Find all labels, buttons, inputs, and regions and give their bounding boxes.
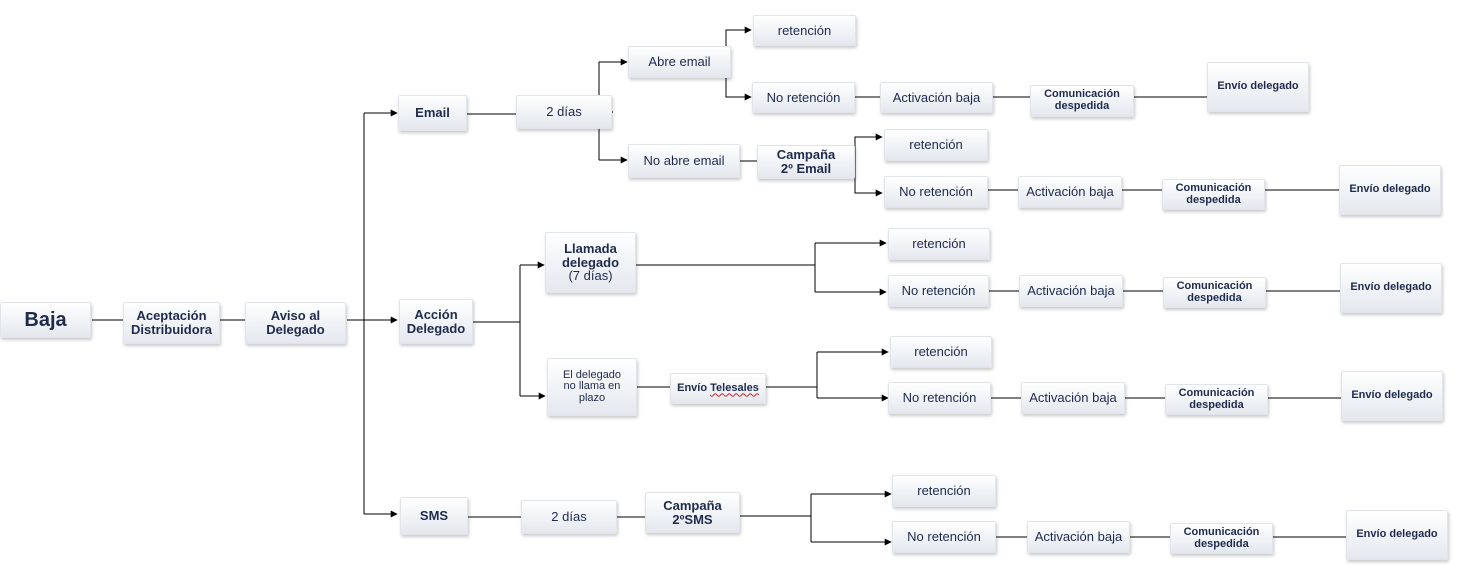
- aceptacion-distribuidora-node[interactable]: Aceptación Distribuidora: [123, 302, 220, 344]
- baja-node[interactable]: Baja: [0, 302, 91, 338]
- telesales-word: Telesales: [710, 381, 759, 394]
- email-wait-node[interactable]: 2 días: [516, 95, 612, 129]
- telesales-retention-node[interactable]: retención: [890, 336, 992, 368]
- accion-delegado-node[interactable]: Acción Delegado: [399, 299, 473, 344]
- email-no-retention-node[interactable]: No retención: [752, 82, 855, 113]
- sms-no-retention-node[interactable]: No retención: [892, 521, 996, 553]
- call-activation-node[interactable]: Activación baja: [1019, 275, 1123, 307]
- telesales-prefix: Envío: [677, 381, 711, 394]
- sms-sent-node[interactable]: Envío delegado: [1346, 510, 1448, 560]
- no-call-node[interactable]: El delegado no llama en plazo: [547, 358, 637, 416]
- email-campaign-activation-node[interactable]: Activación baja: [1018, 176, 1122, 208]
- email-campaign-node[interactable]: Campaña 2º Email: [757, 145, 855, 179]
- sms-campaign-node[interactable]: Campaña 2ºSMS: [645, 492, 740, 533]
- call-delegate-days: (7 días): [568, 268, 613, 284]
- email-campaign-no-retention-node[interactable]: No retención: [884, 176, 988, 208]
- email-campaign-sent-node[interactable]: Envío delegado: [1339, 165, 1441, 215]
- telesales-sent-node[interactable]: Envío delegado: [1341, 371, 1443, 421]
- call-communication-node[interactable]: Comunicación despedida: [1163, 277, 1266, 308]
- email-retention-node[interactable]: retención: [753, 15, 856, 46]
- call-no-retention-node[interactable]: No retención: [888, 275, 989, 307]
- aviso-delegado-node[interactable]: Aviso al Delegado: [245, 302, 346, 344]
- call-retention-node[interactable]: retención: [888, 228, 990, 260]
- sms-retention-node[interactable]: retención: [892, 475, 996, 507]
- email-node[interactable]: Email: [398, 95, 467, 131]
- opens-email-node[interactable]: Abre email: [628, 46, 731, 78]
- sms-node[interactable]: SMS: [400, 497, 468, 535]
- call-delegate-node[interactable]: Llamada delegado (7 días): [545, 232, 636, 293]
- not-opens-email-node[interactable]: No abre email: [628, 144, 740, 178]
- telesales-no-retention-node[interactable]: No retención: [888, 382, 991, 414]
- sms-wait-node[interactable]: 2 días: [521, 500, 617, 534]
- telesales-node[interactable]: Envío Telesales: [670, 373, 766, 404]
- email-campaign-communication-node[interactable]: Comunicación despedida: [1162, 179, 1265, 210]
- telesales-communication-node[interactable]: Comunicación despedida: [1165, 384, 1268, 415]
- email-campaign-retention-node[interactable]: retención: [884, 129, 988, 161]
- sms-communication-node[interactable]: Comunicación despedida: [1170, 523, 1273, 554]
- telesales-activation-node[interactable]: Activación baja: [1021, 382, 1125, 414]
- email-sent-node[interactable]: Envío delegado: [1207, 62, 1309, 112]
- email-communication-node[interactable]: Comunicación despedida: [1030, 85, 1134, 117]
- call-sent-node[interactable]: Envío delegado: [1340, 263, 1442, 313]
- sms-activation-node[interactable]: Activación baja: [1027, 521, 1130, 553]
- call-delegate-title: Llamada delegado: [561, 241, 620, 270]
- email-activation-node[interactable]: Activación baja: [880, 82, 993, 113]
